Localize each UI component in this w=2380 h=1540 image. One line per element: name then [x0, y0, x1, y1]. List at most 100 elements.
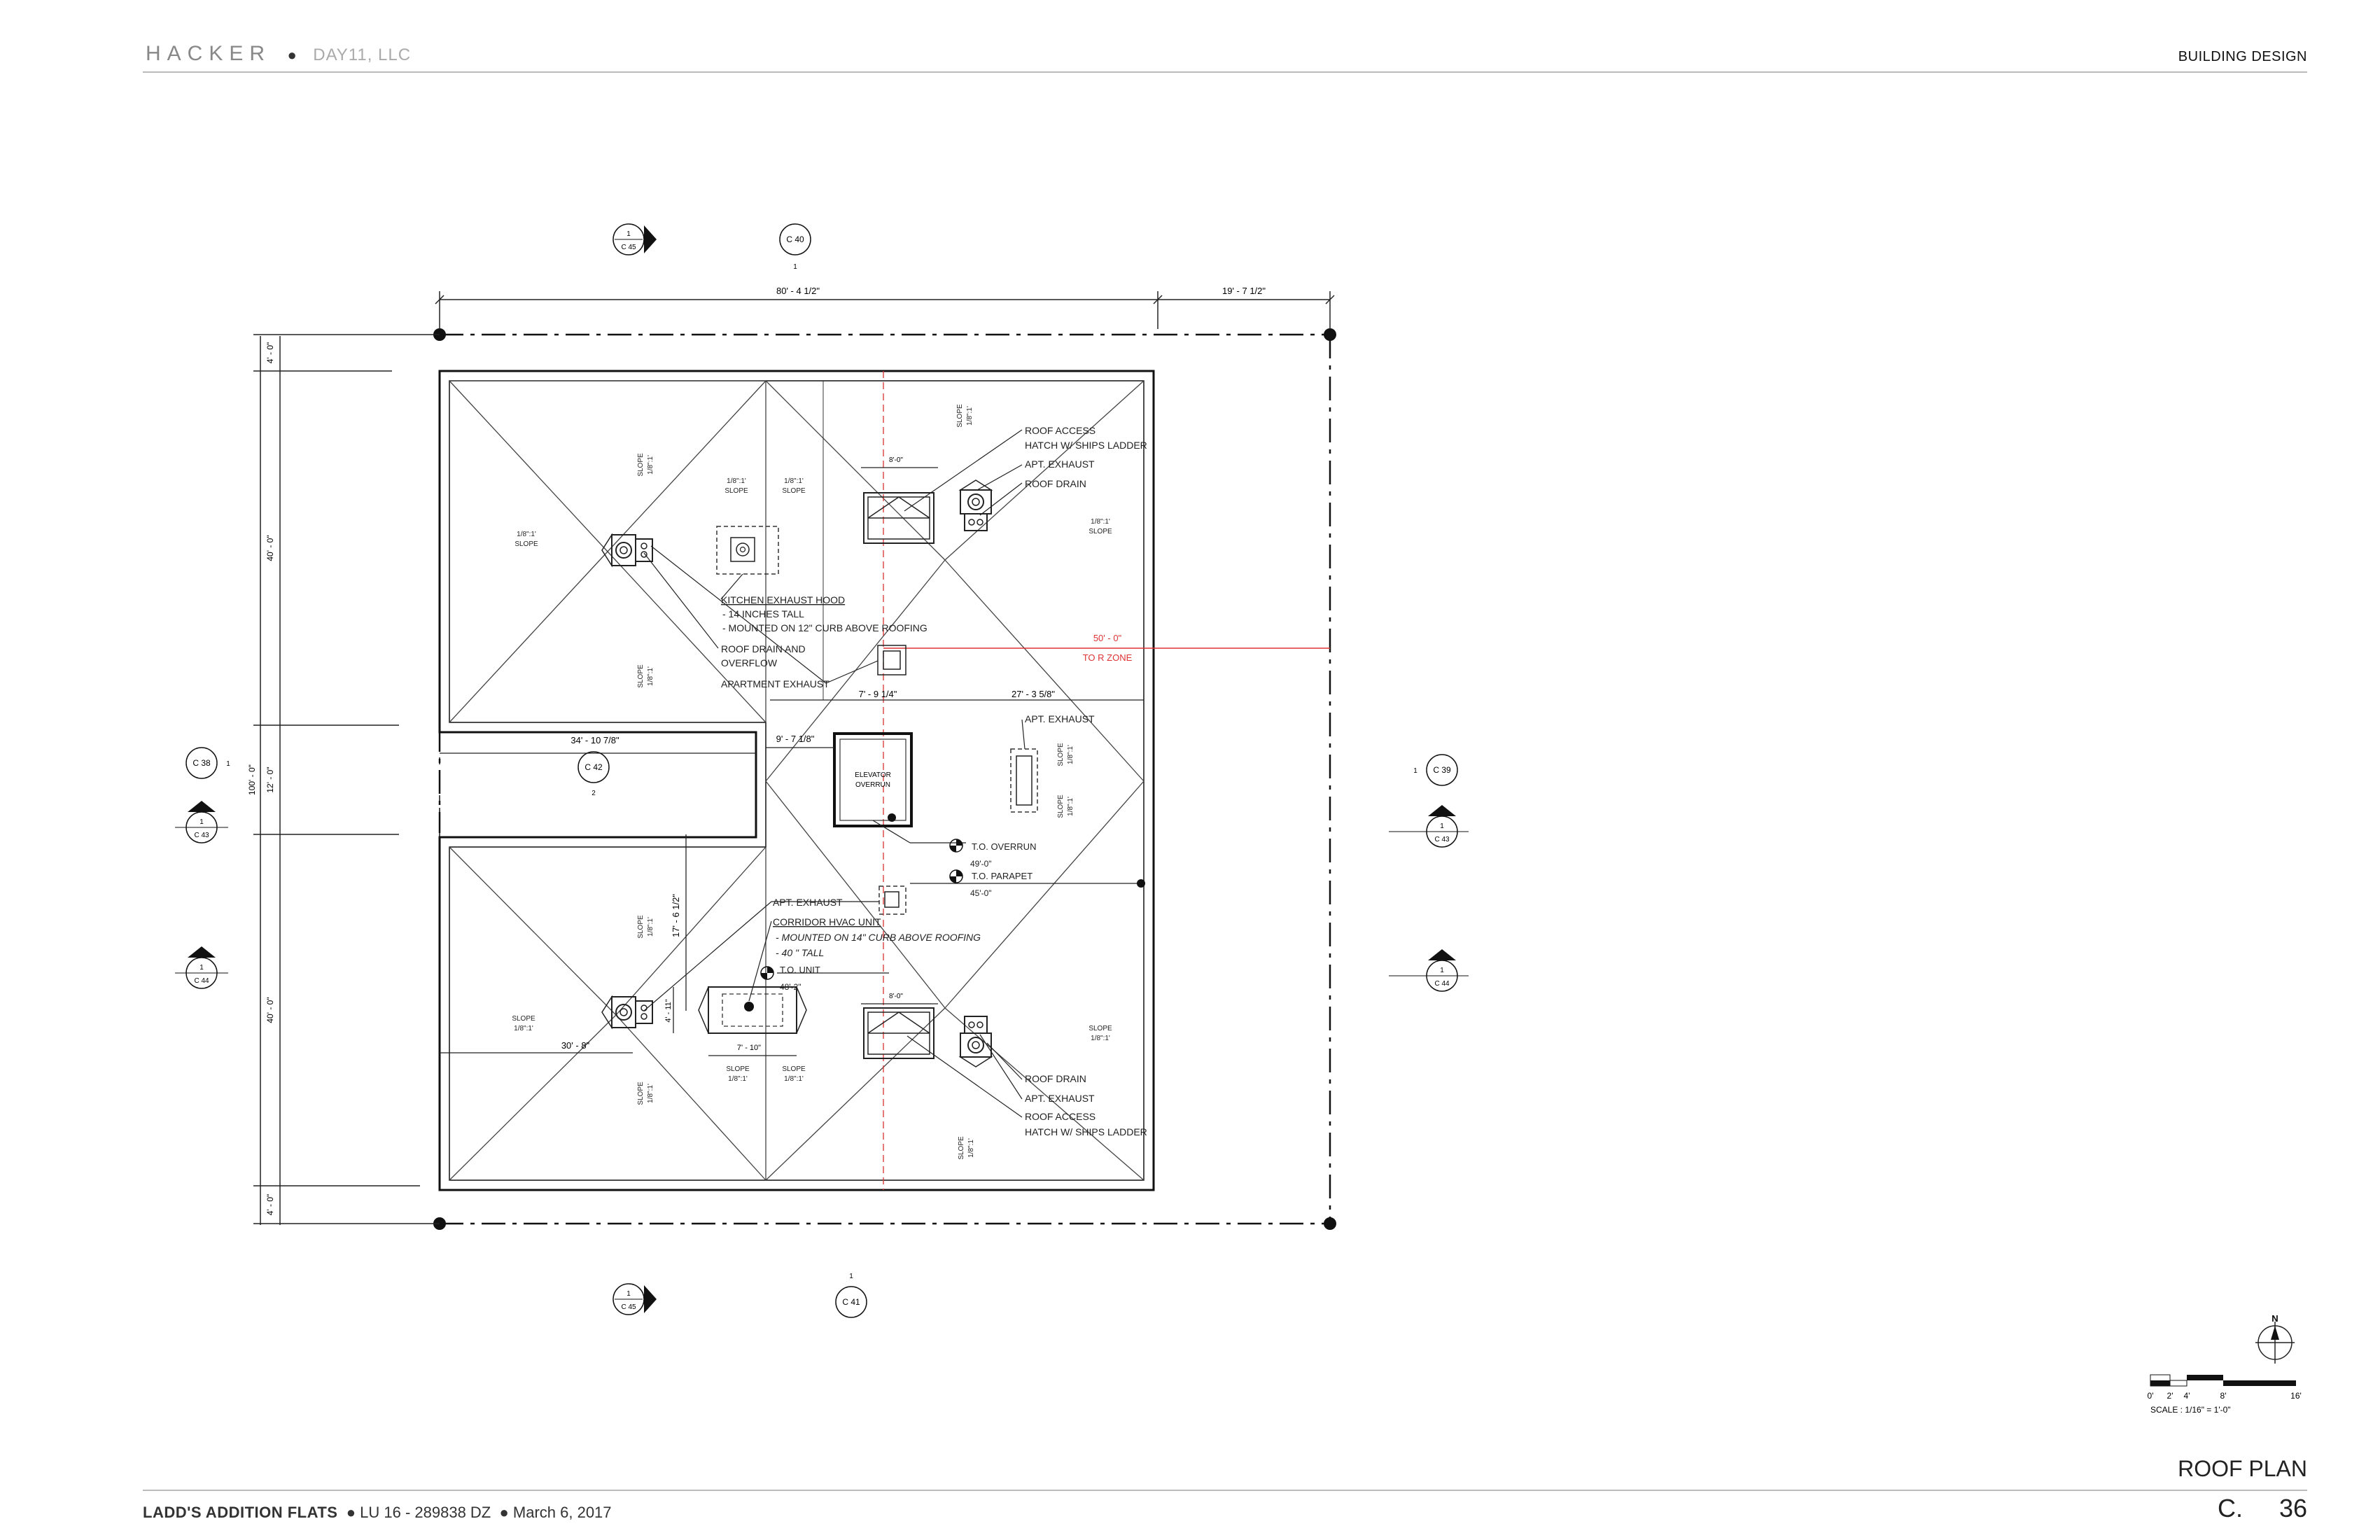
corridor-hvac-unit — [698, 986, 807, 1034]
bullet: ● — [342, 1504, 360, 1521]
section-num: 1 — [626, 230, 631, 238]
callout-drain-overflow-2: OVERFLOW — [721, 657, 778, 668]
section-marker-c42: C 42 2 — [578, 751, 610, 797]
section-ref: C 41 — [842, 1297, 860, 1307]
callout-roof-access-top-1: ROOF ACCESS — [1025, 425, 1096, 436]
callout-apt-exhaust-mid: APT. EXHAUST — [1025, 713, 1095, 724]
dim-elev-offset: 7' - 9 1/4" — [859, 689, 897, 699]
slope-ratio: 1/8":1' — [647, 666, 654, 686]
interior-dimensions — [440, 381, 1144, 1056]
issue-date: March 6, 2017 — [512, 1504, 612, 1521]
slope-ratio: 1/8":1' — [784, 477, 804, 485]
section-ref: C 42 — [584, 762, 603, 772]
slope-word: SLOPE — [782, 487, 806, 495]
callout-roof-access-bottom-2: HATCH W/ SHIPS LADDER — [1025, 1126, 1147, 1138]
dim-top-right: 19' - 7 1/2" — [1222, 286, 1266, 296]
callout-corridor-hvac-1: - MOUNTED ON 14" CURB ABOVE ROOFING — [776, 932, 981, 943]
slope-word: SLOPE — [724, 487, 748, 495]
slope-ratio: 1/8":1' — [517, 531, 536, 538]
callout-corridor-hvac: CORRIDOR HVAC UNIT — [773, 916, 881, 927]
section-ref: C 40 — [786, 234, 804, 244]
slope-ratio: 1/8":1' — [1091, 518, 1110, 526]
project-name: LADD'S ADDITION FLATS — [143, 1504, 338, 1521]
zone-label: TO R ZONE — [1083, 652, 1133, 663]
callout-to-overrun-el: 49'-0" — [970, 859, 992, 869]
callout-kitchen-hood-1: - 14 INCHES TALL — [722, 608, 804, 620]
section-num: 1 — [626, 1290, 631, 1298]
slope-word: SLOPE — [637, 664, 645, 688]
dim-left-lower: 40' - 0" — [265, 997, 275, 1023]
section-marker-c40: C 40 1 — [779, 223, 811, 271]
section-num: 1 — [793, 263, 797, 271]
dim-elev-right: 27' - 3 5/8" — [1011, 689, 1055, 699]
callout-texts: ROOF ACCESS HATCH W/ SHIPS LADDER APT. E… — [721, 425, 1147, 1138]
callout-drain-overflow-1: ROOF DRAIN AND — [721, 643, 806, 654]
slope-ratio: 1/8":1' — [728, 1075, 748, 1083]
north-arrow: N — [2255, 1313, 2295, 1364]
section-marker-c38: C 38 1 — [186, 747, 230, 779]
small-exhaust-mid — [877, 645, 906, 676]
roof-drain-exhaust-ll — [601, 996, 653, 1028]
section-num: 2 — [592, 790, 596, 797]
callout-apt-exhaust-low: APT. EXHAUST — [773, 897, 843, 908]
elevator-label-1: ELEVATOR — [855, 771, 891, 779]
slope-word: SLOPE — [782, 1065, 806, 1073]
slope-word: SLOPE — [637, 1082, 645, 1105]
dim-hvac-width: 7' - 10" — [737, 1044, 761, 1052]
section-ref: C 43 — [194, 832, 209, 839]
roof-drain-exhaust-ul — [601, 534, 653, 566]
scale-tick-4: 4' — [2184, 1391, 2190, 1401]
callout-leaders — [643, 429, 1141, 1118]
elevation-markers — [760, 839, 963, 980]
section-num: 1 — [1440, 822, 1444, 830]
callout-to-unit: T.O. UNIT — [780, 965, 820, 975]
slope-word: SLOPE — [958, 1136, 965, 1160]
callout-apt-exhaust-top: APT. EXHAUST — [1025, 458, 1095, 470]
callout-roof-drain-top: ROOF DRAIN — [1025, 478, 1086, 489]
callout-to-parapet-el: 45'-0" — [970, 888, 992, 898]
section-ref: C 39 — [1433, 765, 1451, 775]
dim-hvac-depth: 4' - 11" — [664, 999, 673, 1022]
discipline-label: BUILDING DESIGN — [2178, 49, 2307, 64]
dim-top-main: 80' - 4 1/2" — [776, 286, 820, 296]
callout-to-parapet: T.O. PARAPET — [972, 871, 1032, 881]
header-rule — [143, 71, 2307, 73]
section-num: 1 — [1440, 967, 1444, 974]
dim-hatch-top: 8'-0" — [889, 456, 903, 464]
section-num: 1 — [1413, 767, 1418, 775]
project-info: LADD'S ADDITION FLATS ● LU 16 - 289838 D… — [143, 1504, 612, 1522]
callout-corridor-hvac-2: - 40 " TALL — [776, 947, 824, 958]
section-ref: C 45 — [621, 1303, 636, 1311]
slope-word: SLOPE — [726, 1065, 750, 1073]
callout-to-overrun: T.O. OVERRUN — [972, 841, 1036, 852]
slope-word: SLOPE — [1057, 743, 1065, 766]
slope-ratio: 1/8":1' — [514, 1025, 533, 1032]
slope-ratio: 1/8":1' — [647, 917, 654, 937]
scale-tick-16: 16' — [2290, 1391, 2302, 1401]
dim-courtyard: 34' - 10 7/8" — [570, 735, 620, 746]
callout-kitchen-hood: KITCHEN EXHAUST HOOD — [721, 594, 845, 606]
slope-word: SLOPE — [637, 453, 645, 477]
bullet: ● — [495, 1504, 513, 1521]
slope-word: SLOPE — [512, 1015, 536, 1023]
section-num: 1 — [226, 760, 230, 768]
section-marker-c43-right: 1 C 43 — [1389, 805, 1469, 848]
slope-word: SLOPE — [514, 540, 538, 548]
sheet-prefix: C. — [2217, 1494, 2243, 1522]
callout-roof-access-bottom-1: ROOF ACCESS — [1025, 1111, 1096, 1122]
slope-labels: 1/8":1'SLOPE 1/8":1'SLOPE 1/8":1'SLOPE 1… — [512, 404, 1112, 1160]
dim-left-top: 4' - 0" — [265, 342, 275, 364]
section-marker-c44-right: 1 C 44 — [1389, 949, 1469, 992]
callout-apt-exhaust-bottom: APT. EXHAUST — [1025, 1093, 1095, 1104]
slope-ratio: 1/8":1' — [647, 455, 654, 475]
section-marker-c41: C 41 1 — [835, 1273, 867, 1318]
section-marker-c44-left: 1 C 44 — [175, 946, 228, 989]
case-number: LU 16 - 289838 DZ — [360, 1504, 491, 1521]
section-ref: C 43 — [1434, 836, 1450, 844]
slope-ratio: 1/8":1' — [966, 406, 974, 426]
section-marker-c43-left: 1 C 43 — [175, 801, 228, 844]
bullet: ● — [283, 46, 301, 64]
slope-ratio: 1/8":1' — [727, 477, 746, 485]
slope-ratio: 1/8":1' — [784, 1075, 804, 1083]
